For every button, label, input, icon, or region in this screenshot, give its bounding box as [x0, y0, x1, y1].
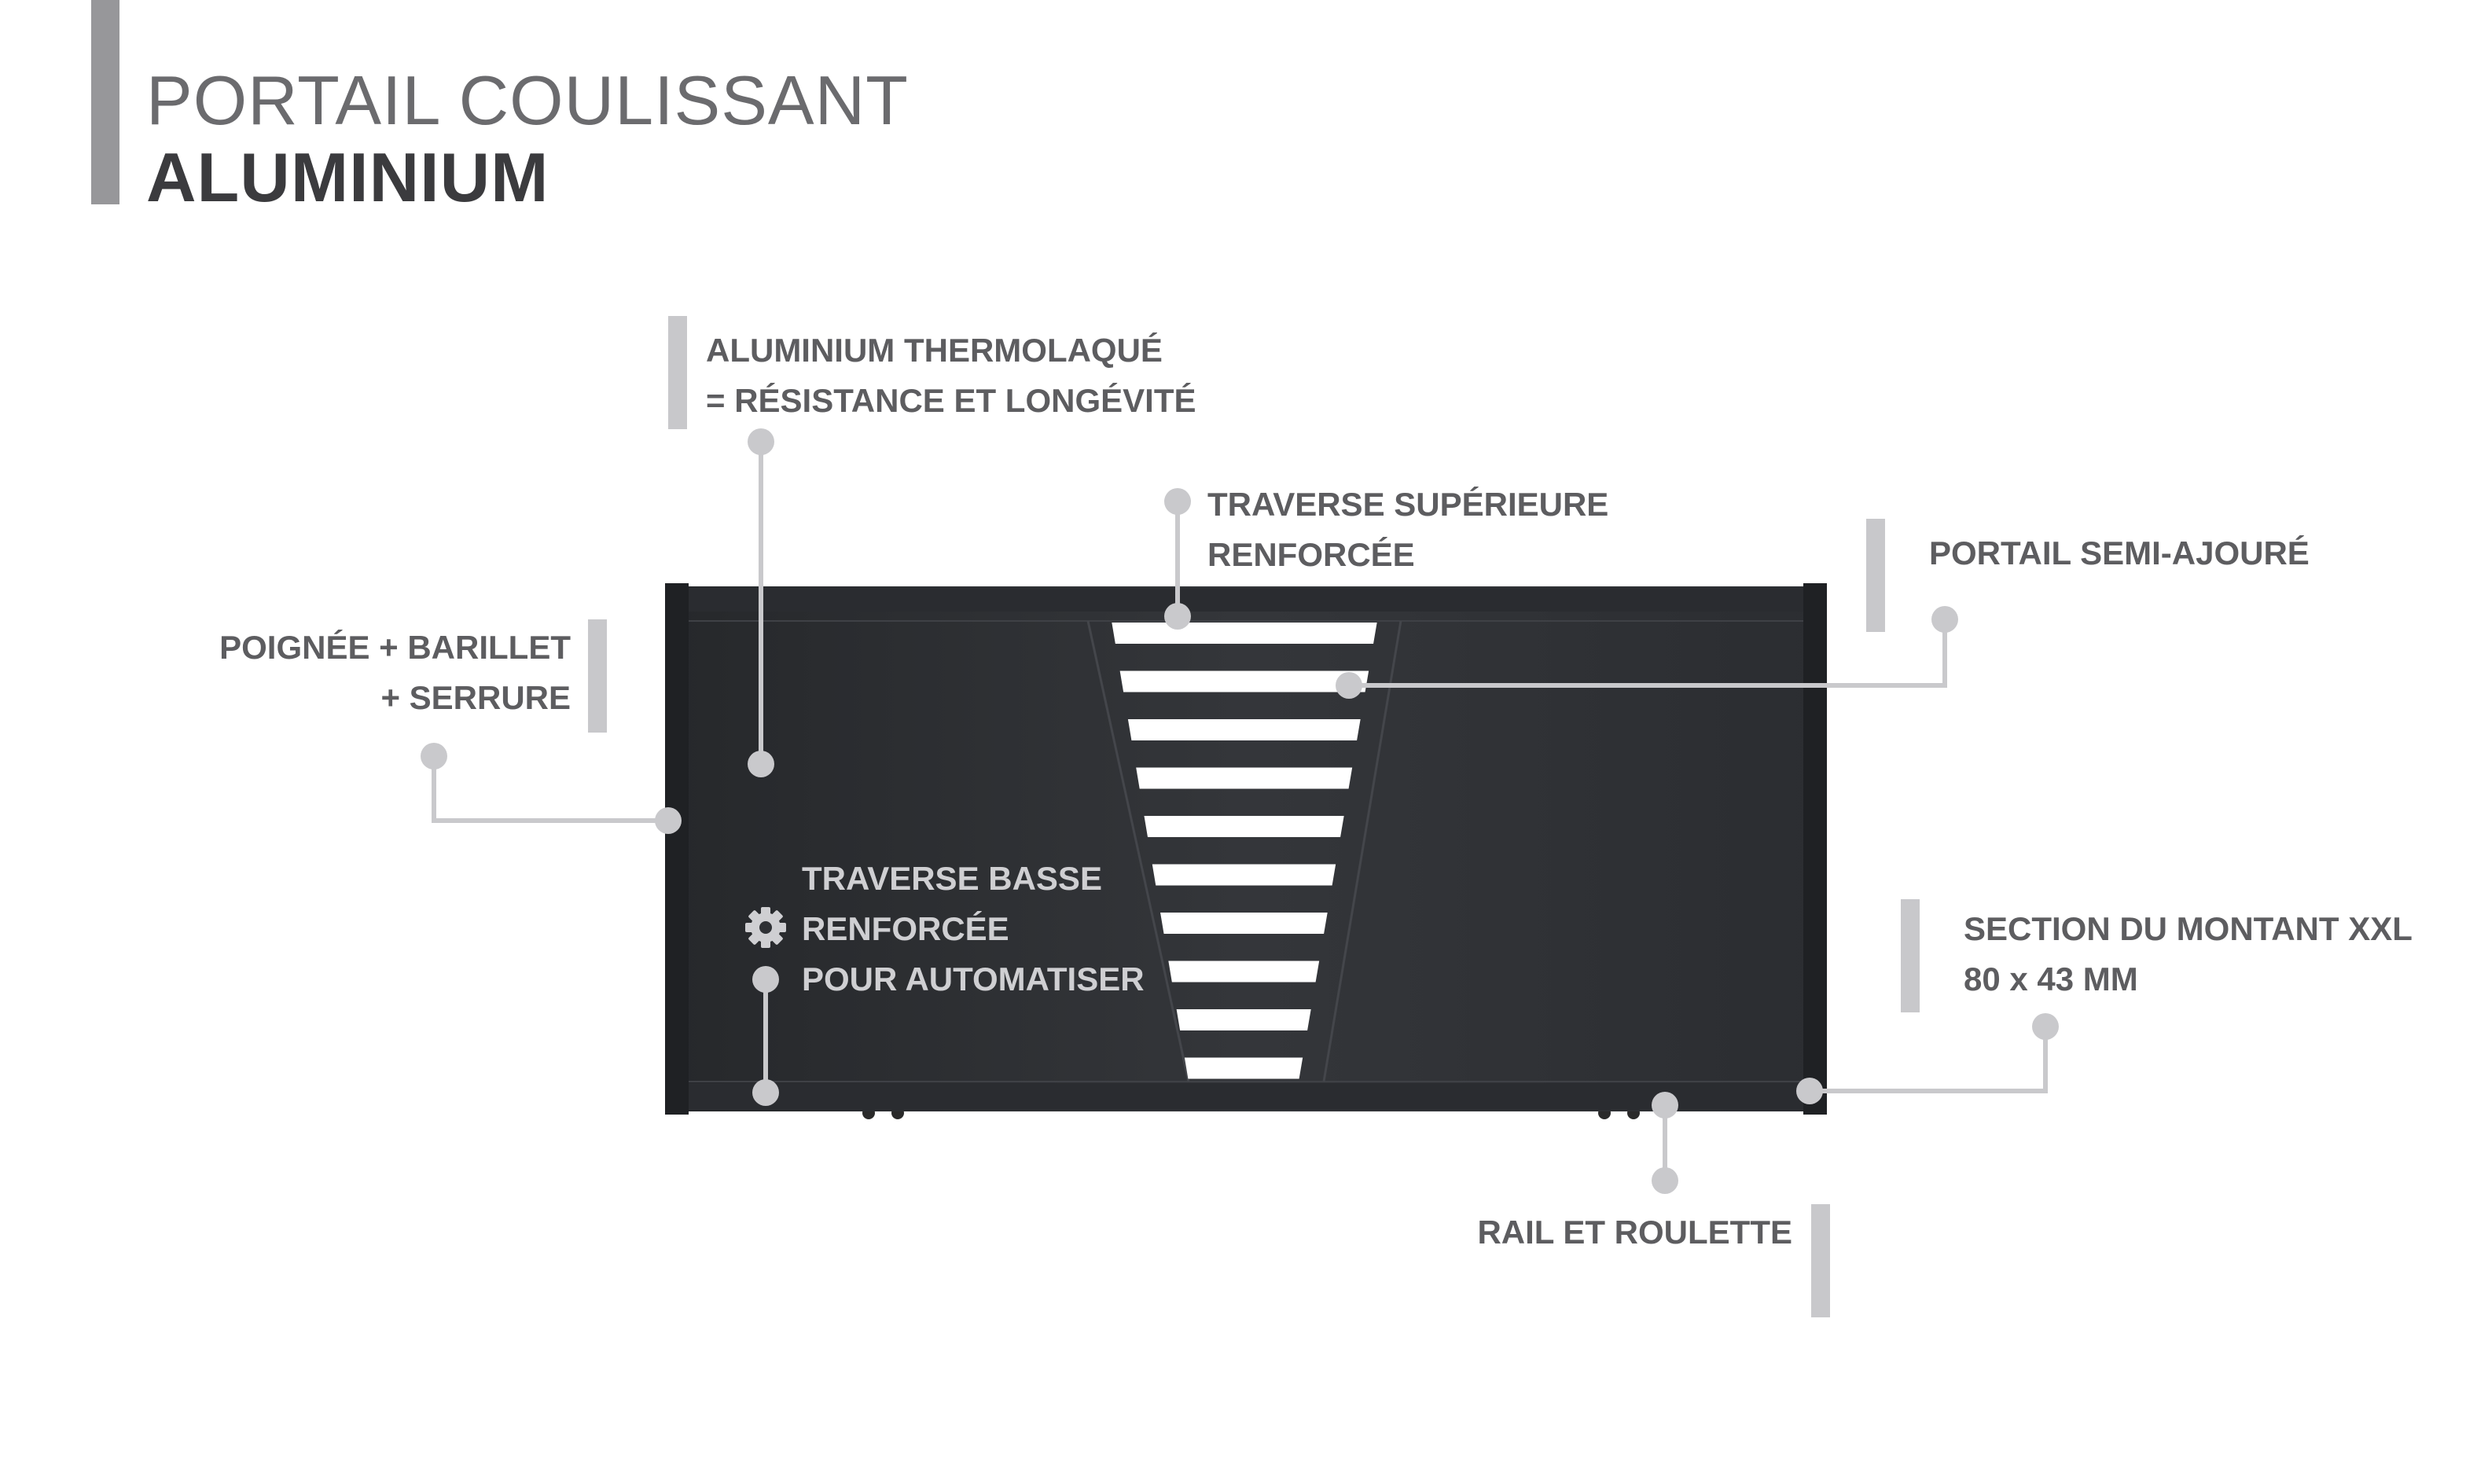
callout-aluminium-line1: ALUMINIUM THERMOLAQUÉ: [706, 332, 1163, 369]
callout-bar-montant: [1901, 899, 1920, 1012]
callout-bar-rail: [1811, 1204, 1830, 1317]
slat: [1112, 623, 1377, 644]
callout-traverse-basse: TRAVERSE BASSE RENFORCÉE POUR AUTOMATISE…: [802, 854, 1145, 1005]
gate-post-right: [1803, 583, 1827, 1115]
callout-montant-line1: SECTION DU MONTANT XXL: [1964, 910, 2413, 947]
callout-aluminium-line2: = RÉSISTANCE ET LONGÉVITÉ: [706, 376, 1196, 426]
callout-bar-poignee: [588, 619, 607, 733]
slat: [1160, 913, 1328, 934]
openwork-slats: [1112, 623, 1377, 1079]
callout-rail: RAIL ET ROULETTE: [1336, 1207, 1792, 1258]
callout-poignee-line1: POIGNÉE + BARILLET: [219, 629, 571, 666]
callout-aluminium: ALUMINIUM THERMOLAQUÉ = RÉSISTANCE ET LO…: [706, 325, 1196, 426]
page-title-line2: ALUMINIUM: [146, 138, 549, 216]
callout-rail-line1: RAIL ET ROULETTE: [1477, 1214, 1792, 1251]
callout-montant: SECTION DU MONTANT XXL 80 x 43 MM: [1964, 904, 2413, 1005]
callout-aluminium-bold: RÉSISTANCE ET LONGÉVITÉ: [734, 382, 1196, 419]
slat: [1136, 767, 1353, 789]
gate-panel: [667, 586, 1827, 1111]
slat: [1119, 670, 1369, 692]
callout-montant-line2: 80 x 43 MM: [1964, 961, 2138, 997]
slat: [1152, 864, 1336, 886]
callout-poignee: POIGNÉE + BARILLET + SERRURE: [157, 623, 571, 723]
gate-post-left: [665, 583, 689, 1115]
top-rail: [689, 588, 1803, 612]
page-title-line1: PORTAIL COULISSANT: [146, 61, 909, 139]
slat: [1168, 961, 1320, 983]
callout-bar-aluminium: [668, 316, 687, 429]
callout-bar-semi-ajoure: [1866, 519, 1885, 632]
callout-traverse-superieure-line1: TRAVERSE SUPÉRIEURE: [1207, 486, 1609, 523]
callout-traverse-basse-line1: TRAVERSE BASSE: [802, 860, 1102, 897]
slat: [1144, 816, 1344, 837]
callout-semi-ajoure: PORTAIL SEMI-AJOURÉ: [1929, 528, 2310, 579]
slat: [1184, 1057, 1303, 1079]
gear-icon: [745, 907, 786, 948]
slat: [1176, 1009, 1311, 1030]
callout-traverse-superieure: TRAVERSE SUPÉRIEURE RENFORCÉE: [1207, 479, 1608, 580]
title-accent-bar: [91, 0, 119, 204]
slat: [1127, 719, 1361, 740]
callout-traverse-superieure-line2: RENFORCÉE: [1207, 536, 1415, 573]
callout-semi-ajoure-line1: PORTAIL SEMI-AJOURÉ: [1929, 534, 2310, 571]
callout-traverse-basse-line3: POUR AUTOMATISER: [802, 961, 1145, 997]
bottom-rail: [689, 1083, 1803, 1110]
callout-poignee-line2: + SERRURE: [380, 679, 571, 716]
leader-lines: [432, 442, 2048, 1181]
callout-aluminium-prefix: =: [706, 382, 735, 419]
leader-dots: [421, 428, 2059, 1194]
callout-traverse-basse-line2: RENFORCÉE: [802, 910, 1009, 947]
